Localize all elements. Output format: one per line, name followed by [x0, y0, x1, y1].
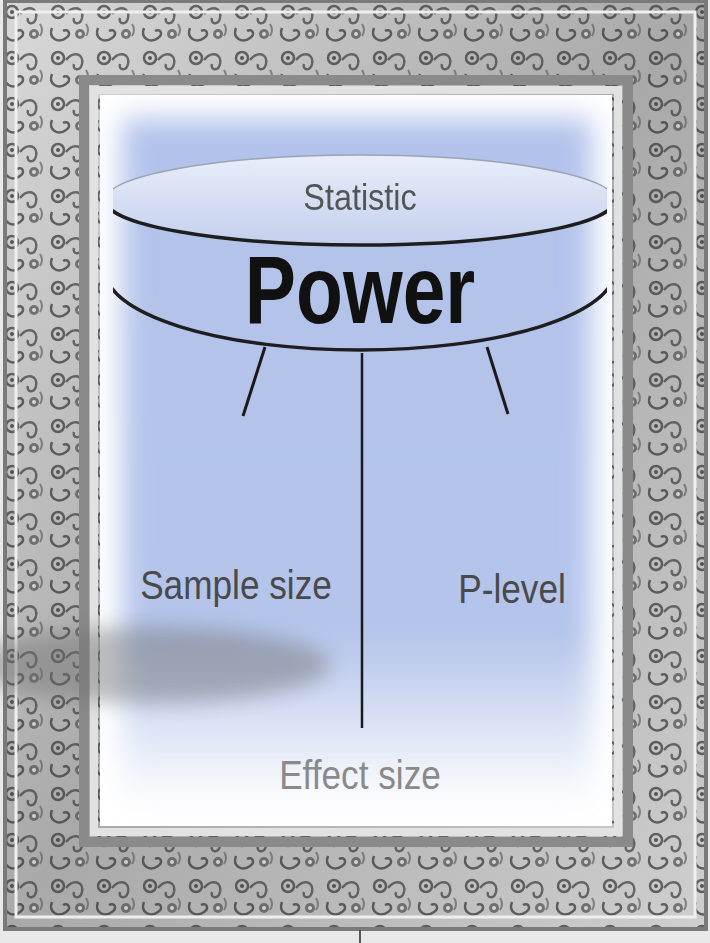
factor-label: P-level — [458, 566, 566, 612]
hanger-line — [359, 930, 361, 943]
factor-label: Sample size — [140, 562, 332, 608]
cylinder-top — [113, 155, 607, 245]
leader-line — [361, 353, 364, 728]
frame-band — [4, 0, 707, 930]
shadow — [0, 627, 330, 703]
frame-bead — [16, 12, 695, 917]
frame-molding — [84, 80, 628, 842]
node-title: Power — [162, 240, 557, 340]
frame-edge — [5, 1, 706, 929]
factor-label: Effect size — [279, 752, 441, 798]
frame-ornament — [4, 0, 707, 930]
leader-line — [487, 347, 508, 414]
leader-line — [243, 347, 265, 416]
frame-molding — [94, 90, 618, 832]
cylinder-node: StatisticPower — [113, 145, 607, 360]
node-heading: Statistic — [138, 178, 583, 218]
